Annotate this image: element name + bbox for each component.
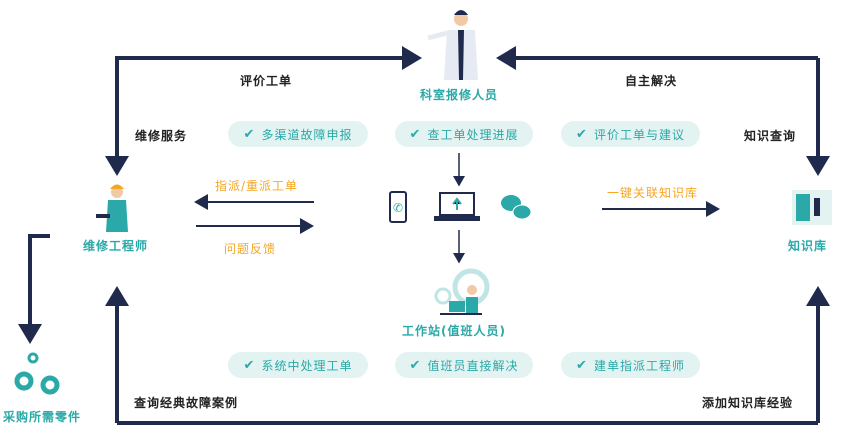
pill-label: 系统中处理工单 [261, 358, 353, 373]
label-evaluate: 评价工单 [240, 74, 293, 88]
label-link-kb: 一键关联知识库 [607, 186, 699, 200]
label-self-solve: 自主解决 [625, 74, 678, 88]
pill-direct-solve: ✔ 值班员直接解决 [395, 352, 533, 378]
laptop-icon [434, 192, 480, 221]
check-icon: ✔ [243, 126, 256, 142]
gears-icon [14, 352, 60, 395]
pill-check-progress: ✔ 查工单处理进展 [395, 121, 533, 147]
node-reporter: 科室报修人员 [420, 88, 499, 102]
label-query-cases: 查询经典故障案例 [134, 396, 239, 410]
check-icon: ✔ [409, 126, 422, 142]
pill-assign-engineer: ✔ 建单指派工程师 [561, 352, 700, 378]
label-feedback: 问题反馈 [224, 242, 277, 256]
node-engineer: 维修工程师 [83, 239, 149, 253]
check-icon: ✔ [243, 357, 256, 373]
pill-label: 评价工单与建议 [593, 127, 685, 142]
node-knowledge-base: 知识库 [788, 239, 828, 253]
pill-evaluate-suggest: ✔ 评价工单与建议 [561, 121, 700, 147]
knowledge-base-icon [792, 190, 832, 225]
workstation-icon [434, 268, 490, 315]
pill-label: 建单指派工程师 [593, 358, 685, 373]
doctor-icon [427, 10, 478, 80]
check-icon: ✔ [576, 126, 588, 142]
label-dispatch: 指派/重派工单 [215, 179, 299, 193]
node-parts: 采购所需零件 [3, 410, 82, 424]
pill-multi-channel-report: ✔ 多渠道故障申报 [228, 121, 368, 147]
pill-label: 查工单处理进展 [427, 127, 519, 142]
label-add-experience: 添加知识库经验 [702, 396, 794, 410]
svg-text:✆: ✆ [393, 201, 403, 215]
pill-label: 多渠道故障申报 [261, 127, 353, 142]
check-icon: ✔ [409, 357, 422, 373]
node-workstation: 工作站(值班人员) [402, 324, 506, 338]
wechat-icon [501, 195, 532, 220]
check-icon: ✔ [576, 357, 588, 373]
pill-label: 值班员直接解决 [427, 358, 519, 373]
engineer-icon [96, 184, 128, 232]
label-repair-service: 维修服务 [135, 129, 188, 143]
arrow-engineer-to-parts [18, 234, 50, 344]
label-knowledge-query: 知识查询 [744, 129, 797, 143]
phone-icon: ✆ [389, 191, 407, 223]
pill-system-process: ✔ 系统中处理工单 [228, 352, 368, 378]
